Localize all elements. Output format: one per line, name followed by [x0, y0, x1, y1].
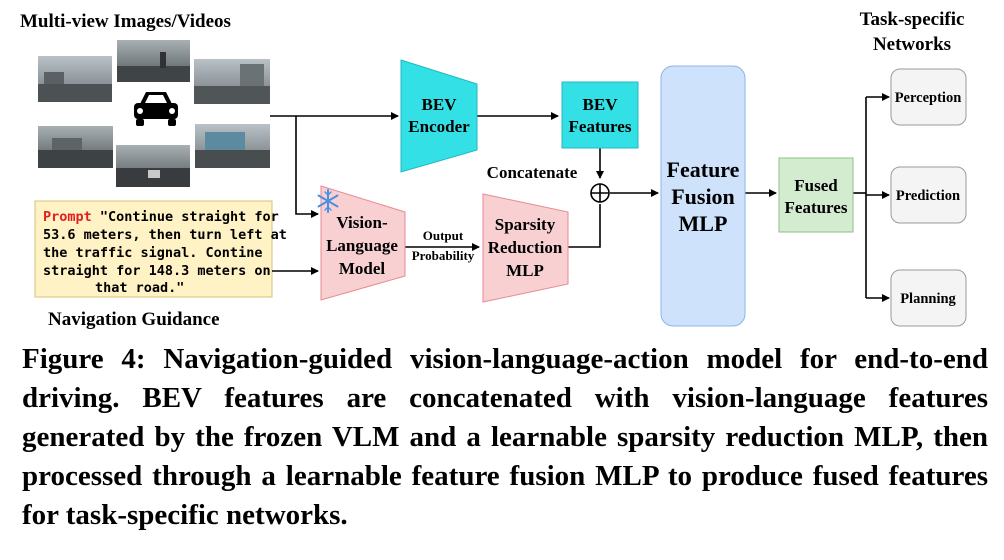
perception-head: Perception	[890, 68, 967, 126]
camera-view-front	[117, 40, 190, 82]
vlm-label-1: Vision-	[336, 213, 388, 232]
camera-view-back	[116, 145, 190, 187]
sparsity-label-3: MLP	[506, 261, 544, 280]
prediction-head: Prediction	[890, 166, 967, 224]
bev-encoder-label-2: Encoder	[408, 117, 470, 136]
camera-view-front-left	[38, 56, 112, 102]
vlm-label-2: Language	[326, 236, 398, 255]
perception-label: Perception	[895, 90, 962, 106]
bev-features-label-2: Features	[569, 117, 632, 136]
prompt-line-2: 53.6 meters, then turn left at	[43, 227, 287, 243]
concatenate-operator-icon	[590, 183, 610, 203]
fusion-label-2: Fusion	[671, 184, 735, 209]
prompt-line-3: the traffic signal. Contine	[43, 245, 262, 261]
bev-features-label-1: BEV	[583, 95, 619, 114]
sparsity-label-1: Sparsity	[495, 215, 556, 234]
output-probability-label-2: Probability	[412, 248, 475, 263]
vlm-label-3: Model	[339, 259, 386, 278]
sparsity-reduction-mlp-block: Sparsity Reduction MLP	[482, 193, 569, 303]
fusion-label-1: Feature	[667, 157, 740, 182]
fused-features-block: Fused Features	[778, 157, 854, 233]
task-title-1: Task-specific	[860, 9, 965, 30]
prompt-line-1: Prompt "Continue straight for	[43, 209, 279, 225]
connectors	[270, 93, 890, 302]
camera-view-back-left	[38, 126, 113, 168]
snowflake-icon	[317, 189, 339, 213]
prompt-box: Prompt "Continue straight for 53.6 meter…	[34, 200, 287, 298]
planning-head: Planning	[890, 269, 967, 327]
fusion-label-3: MLP	[679, 211, 728, 236]
bev-encoder-label-1: BEV	[422, 95, 458, 114]
prompt-text-1: "Continue straight for	[100, 209, 279, 225]
prediction-label: Prediction	[896, 188, 960, 204]
prompt-keyword: Prompt	[43, 209, 92, 225]
fused-label-2: Features	[785, 198, 848, 217]
bev-encoder-block: BEV Encoder	[400, 59, 478, 173]
sparsity-label-2: Reduction	[488, 238, 563, 257]
prompt-line-5: that road."	[95, 280, 184, 296]
bev-features-block: BEV Features	[561, 81, 639, 149]
fused-label-1: Fused	[794, 176, 838, 195]
camera-views	[38, 40, 270, 187]
task-title-2: Networks	[873, 34, 951, 55]
camera-view-front-right	[194, 59, 270, 104]
feature-fusion-mlp-block: Feature Fusion MLP	[660, 65, 746, 327]
prompt-line-4: straight for 148.3 meters on	[43, 263, 271, 279]
planning-label: Planning	[900, 291, 956, 307]
input-title: Multi-view Images/Videos	[20, 11, 231, 32]
navigation-guidance-label: Navigation Guidance	[48, 309, 220, 330]
architecture-diagram: Multi-view Images/Videos	[20, 9, 967, 330]
concatenate-label: Concatenate	[487, 163, 578, 182]
camera-view-back-right	[195, 124, 270, 168]
vision-language-model-block: Vision- Language Model	[320, 185, 406, 301]
figure-caption: Figure 4: Navigation-guided vision-langu…	[22, 343, 988, 531]
car-icon	[134, 92, 178, 126]
output-probability-label-1: Output	[423, 228, 464, 243]
